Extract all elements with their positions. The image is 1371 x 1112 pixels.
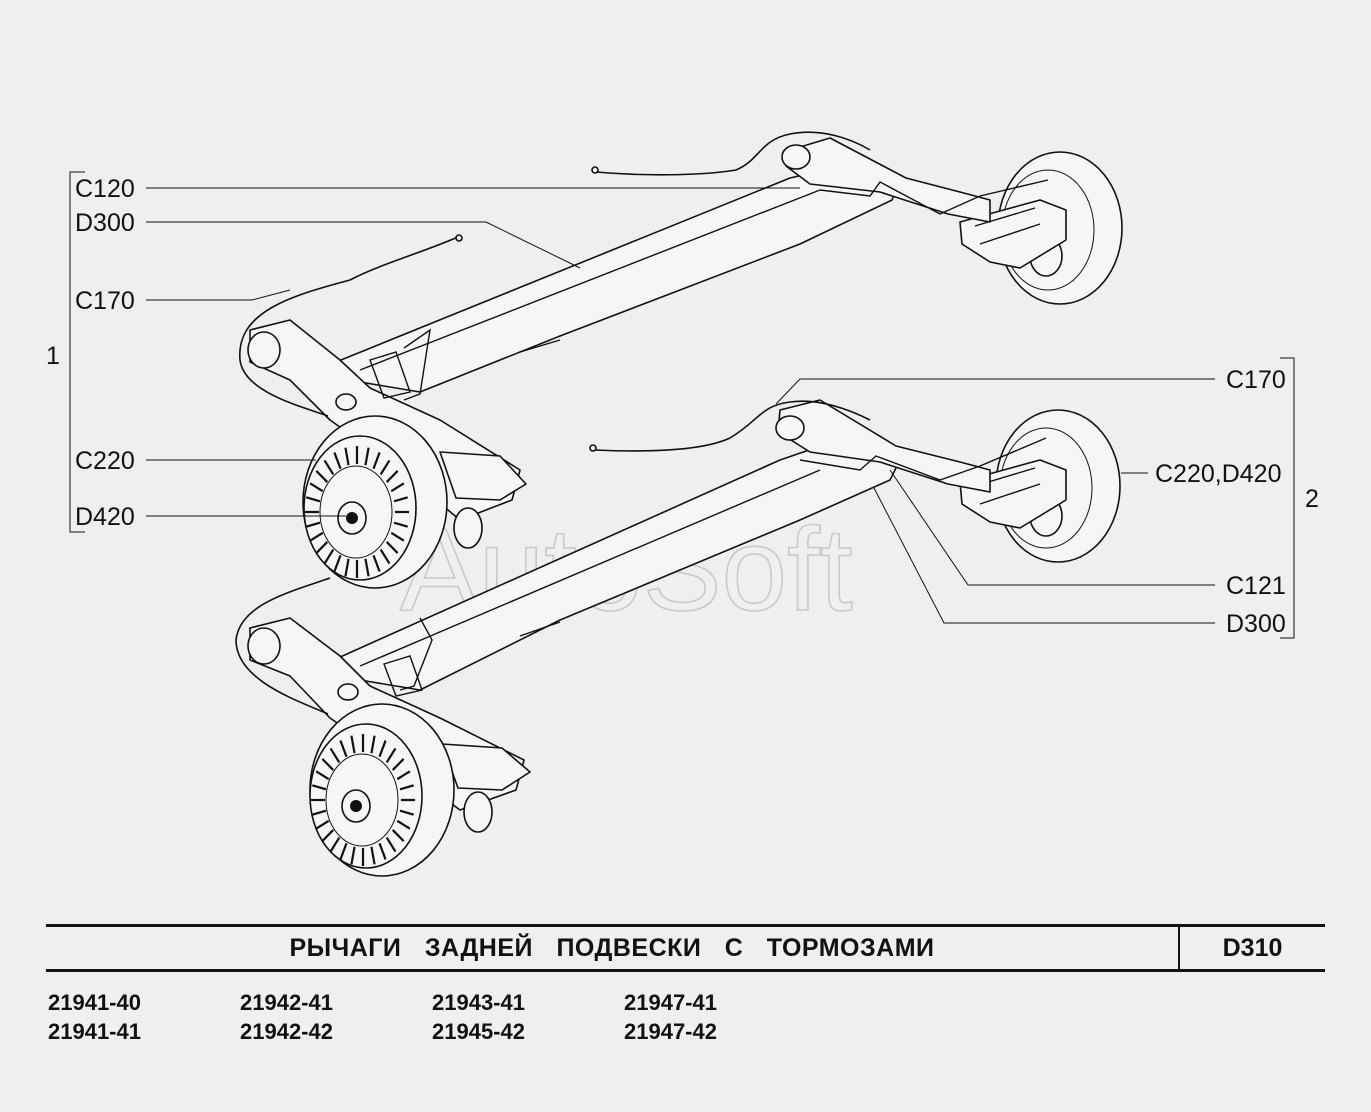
group-1-callouts: 1 C120 D300 C170 C220 D420	[46, 171, 800, 533]
drum-fin	[385, 541, 399, 554]
drum-fin	[364, 558, 370, 577]
drum-fin	[350, 735, 356, 754]
drum-fin	[370, 846, 376, 865]
drum-fin	[396, 770, 411, 781]
callout-d420: D420	[75, 503, 135, 531]
drum-cooling-fins	[305, 446, 409, 578]
drum-fin	[323, 459, 335, 476]
model-code: 21943-41	[432, 990, 525, 1015]
drum-fin	[315, 770, 330, 781]
sheet-code: D310	[1222, 934, 1283, 962]
title-divider	[1178, 927, 1180, 969]
model-code: 21947-41	[624, 990, 717, 1015]
assembly-2-illustration	[235, 399, 1121, 877]
drum-fin	[333, 554, 342, 572]
drum-fin	[393, 496, 409, 503]
callout-c220: C220	[75, 447, 135, 475]
callout-c220-d420-2: C220,D420	[1155, 460, 1281, 488]
drum-fin	[372, 554, 381, 572]
drum-fin	[391, 829, 405, 842]
group-1-bracket	[69, 171, 85, 533]
drum-fin	[323, 548, 335, 565]
drum-fin	[321, 758, 335, 771]
drum-fin	[385, 470, 399, 483]
drum-fin	[378, 740, 387, 758]
drum-fin	[390, 482, 405, 493]
drum-fin	[391, 758, 405, 771]
drum-fin	[385, 836, 397, 853]
drum-fin	[309, 482, 324, 493]
group-2-number: 2	[1305, 485, 1319, 513]
drum-fin	[333, 452, 342, 470]
model-code: 21941-41	[48, 1019, 141, 1044]
drum-fin	[350, 846, 356, 865]
drum-fin	[315, 819, 330, 830]
drum-fin	[364, 447, 370, 466]
drum-fin	[339, 740, 348, 758]
group-1-number: 1	[46, 342, 60, 370]
callout-c170-2: C170	[1226, 366, 1286, 394]
model-list: 21941-40 21942-41 21943-41 21947-41 2194…	[48, 990, 808, 1045]
drum-fin	[329, 836, 341, 853]
drum-fin	[390, 531, 405, 542]
drum-fin	[339, 842, 348, 860]
drum-fin	[399, 784, 415, 791]
drum-fin	[311, 809, 327, 816]
model-code: 21945-42	[432, 1019, 525, 1044]
drum-fin	[315, 541, 329, 554]
drum-fin	[344, 558, 350, 577]
callout-c121: C121	[1226, 572, 1286, 600]
drum-fin	[344, 447, 350, 466]
drum-fin	[385, 747, 397, 764]
drum-fin	[393, 521, 409, 528]
callout-c170: C170	[75, 287, 135, 315]
drum-fin	[315, 470, 329, 483]
drum-fin	[311, 784, 327, 791]
drum-fin	[378, 842, 387, 860]
drum-fin	[309, 531, 324, 542]
group-2-callouts: 2 C170 C220,D420 C121 D300	[775, 357, 1319, 639]
drum-fin	[396, 819, 411, 830]
drum-fin	[329, 747, 341, 764]
drum-fin	[370, 735, 376, 754]
callout-c120: C120	[75, 175, 135, 203]
callout-d300: D300	[75, 209, 135, 237]
model-code: 21942-42	[240, 1019, 333, 1044]
model-code: 21941-40	[48, 990, 141, 1015]
drum-fin	[305, 521, 321, 528]
drum-cooling-fins	[311, 734, 415, 866]
model-code: 21942-41	[240, 990, 333, 1015]
model-code: 21947-42	[624, 1019, 717, 1044]
sheet-title: РЫЧАГИ ЗАДНЕЙ ПОДВЕСКИ С ТОРМОЗАМИ	[289, 934, 935, 962]
suspension-diagram: AutoSoft	[46, 131, 1319, 877]
drum-fin	[379, 459, 391, 476]
drum-fin	[399, 809, 415, 816]
drum-fin	[379, 548, 391, 565]
drum-fin	[305, 496, 321, 503]
drum-fin	[372, 452, 381, 470]
assembly-1-illustration	[239, 131, 1123, 589]
drum-fin	[321, 829, 335, 842]
callout-d300-2: D300	[1226, 610, 1286, 638]
title-block: РЫЧАГИ ЗАДНЕЙ ПОДВЕСКИ С ТОРМОЗАМИ D310	[46, 924, 1325, 972]
group-2-bracket	[1280, 357, 1295, 639]
